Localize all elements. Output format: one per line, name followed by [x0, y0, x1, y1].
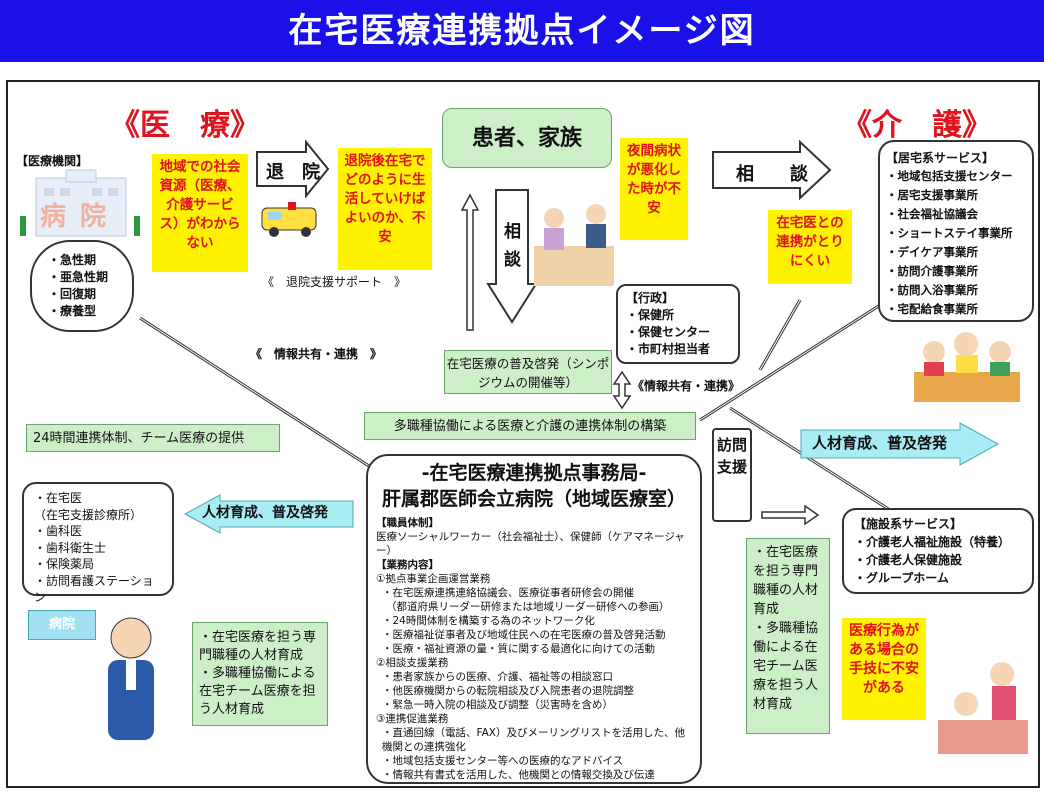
hr-left-arrow [183, 494, 354, 534]
work-item: ・24時間体制を構築する為のネットワーク化 [382, 615, 595, 627]
patient-up-arrow [460, 193, 480, 331]
reception-illustration [530, 190, 618, 290]
left-green-item: ・在宅医療を担う専門職種の人材育成 [199, 630, 317, 663]
work-item: ・地域包括支援センター等への医療的なアドバイス [382, 755, 624, 767]
government-item: ・保健センター [626, 325, 711, 339]
doctor-illustration [96, 610, 166, 770]
discharge-support-label: 《 退院支援サポート 》 [262, 275, 407, 289]
medical-header: 《医 療》 [110, 108, 260, 143]
work-item: ・緊急一時入院の相談及び調整（災害時を含め） [382, 699, 613, 711]
promo-double-arrow [612, 370, 632, 410]
visit-support-arrow [761, 504, 820, 526]
consult-down-arrow [486, 188, 538, 324]
home-service-item: ・ショートステイ事業所 [886, 226, 1013, 240]
page-title: 在宅医療連携拠点イメージ図 [0, 0, 1044, 62]
visit-support-box: 訪問支援 [712, 428, 752, 522]
home-medical-item: ・歯科医 [34, 524, 83, 538]
left-green-item: ・多職種協働による在宅チーム医療を担う人材育成 [199, 666, 316, 717]
work-item: ③連携促進業務 [376, 713, 449, 725]
office-box: -在宅医療連携拠点事務局- 肝属郡医師会立病院（地域医療室） 【職員体制】 医療… [366, 454, 702, 784]
hospital-phases-box: ・急性期 ・亜急性期 ・回復期 ・療養型 [30, 240, 134, 332]
work-item: ②相談支援業務 [376, 657, 449, 669]
facility-service-item: ・介護老人福祉施設（特養） [854, 535, 1011, 549]
work-item: ・直通回線（電話、FAX）及びメーリングリストを活用した、他機関との連携強化 [382, 727, 685, 753]
phase-item: ・療養型 [48, 304, 97, 318]
caregiver-illustration [932, 650, 1032, 760]
work-item: ・情報共有書式を活用した、他機関との情報交換及び伝達 [382, 769, 655, 781]
care-header: 《介 護》 [842, 108, 992, 143]
patient-family-box: 患者、家族 [442, 108, 612, 168]
multi-collab-box: 多職種協働による医療と介護の連携体制の構築 [364, 412, 696, 440]
mid-green-box: ・在宅医療を担う専門職種の人材育成 ・多職種協働による在宅チーム医療を担う人材育… [746, 538, 830, 734]
hospital-building-icon [18, 168, 144, 240]
work-title: 【業務内容】 [376, 559, 439, 571]
consult-right-arrow [712, 139, 832, 201]
hospital-sign: 病院 [40, 202, 121, 232]
work-item: ・在宅医療連携連絡協議会、医療従事者研修会の開催 [382, 587, 634, 599]
home-service-item: ・訪問介護事業所 [886, 264, 978, 278]
consult-right-label: 相 談 [736, 164, 808, 185]
info-share-right-label: 《情報共有・連携》 [632, 379, 741, 393]
office-name-line2: 肝属郡医師会立病院（地域医療室） [381, 488, 686, 510]
hr-left-label: 人材育成、普及啓発 [202, 505, 328, 521]
mid-green-item: ・在宅医療を担う専門職種の人材育成 [753, 545, 819, 617]
home-medical-item: ・保険薬局 [34, 557, 95, 571]
home-services-title: 【居宅系サービス】 [886, 151, 995, 165]
staff-title: 【職員体制】 [376, 517, 439, 529]
facility-service-item: ・グループホーム [854, 571, 949, 585]
office-name-line1: -在宅医療連携拠点事務局- [421, 462, 647, 484]
facility-service-item: ・介護老人保健施設 [854, 553, 963, 567]
home-medical-box: ・在宅医 （在宅支援診療所） ・歯科医 ・歯科衛生士 ・保険薬局 ・訪問看護ステ… [22, 482, 174, 604]
info-share-left-label: 《 情報共有・連携 》 [250, 347, 383, 361]
facility-services-box: 【施設系サービス】 ・介護老人福祉施設（特養） ・介護老人保健施設 ・グループホ… [842, 508, 1034, 594]
promotion-box: 在宅医療の普及啓発（シンポジウムの開催等） [444, 350, 612, 394]
facility-services-title: 【施設系サービス】 [854, 517, 963, 531]
concern-night: 夜間病状が悪化した時が不安 [620, 138, 688, 240]
discharge-label: 退 院 [266, 162, 320, 183]
government-item: ・保健所 [626, 308, 675, 322]
team-24h-box: 24時間連携体制、チーム医療の提供 [26, 424, 280, 452]
concern-facility: 医療行為がある場合の手技に不安がある [842, 618, 926, 720]
government-title: 【行政】 [626, 291, 675, 305]
work-item: ①拠点事業企画運営業務 [376, 573, 491, 585]
home-services-box: 【居宅系サービス】 ・地域包括支援センター ・居宅支援事業所 ・社会福祉協議会 … [878, 140, 1034, 322]
home-medical-item: ・訪問看護ステーション [34, 573, 154, 605]
home-medical-item: ・歯科衛生士 [34, 540, 107, 555]
ambulance-icon [258, 200, 322, 240]
elderly-group-illustration [904, 322, 1030, 406]
home-service-item: ・訪問入浴事業所 [886, 283, 978, 297]
work-item: （都道府県リーダー研修または地域リーダー研修への参画） [386, 601, 670, 613]
diagram-frame [6, 80, 1040, 788]
work-item: ・医療福祉従事者及び地域住民への在宅医療の普及啓発活動 [382, 629, 666, 641]
home-medical-item: （在宅支援診療所） [34, 507, 143, 522]
discharge-arrow-shape [256, 139, 330, 199]
home-service-item: ・社会福祉協議会 [886, 207, 978, 221]
concern-care: 在宅医との連携がとりにくい [768, 210, 852, 284]
hr-right-arrow [800, 422, 1000, 466]
home-service-item: ・居宅支援事業所 [886, 188, 978, 202]
phase-item: ・急性期 [48, 253, 97, 267]
home-medical-item: ・在宅医 [34, 491, 83, 505]
consult-vertical-label: 相談 [504, 222, 521, 270]
home-service-item: ・宅配給食事業所 [886, 302, 978, 316]
left-green-box: ・在宅医療を担う専門職種の人材育成 ・多職種協働による在宅チーム医療を担う人材育… [192, 622, 328, 726]
phase-item: ・回復期 [48, 287, 97, 301]
work-item: ・医療・福祉資源の量・質に関する最適化に向けての活動 [382, 643, 655, 655]
government-box: 【行政】 ・保健所 ・保健センター ・市町村担当者 [616, 284, 740, 364]
mid-green-item: ・多職種協働による在宅チーム医療を担う人材育成 [753, 621, 819, 712]
small-hospital-sign: 病院 [28, 610, 96, 640]
home-service-item: ・デイケア事業所 [886, 245, 978, 259]
government-item: ・市町村担当者 [626, 342, 711, 356]
staff-text: 医療ソーシャルワーカー（社会福祉士）、保健師（ケアマネージャー） [376, 531, 685, 557]
hr-right-label: 人材育成、普及啓発 [812, 434, 948, 452]
concern-after-discharge: 退院後在宅でどのように生活していけばよいのか、不安 [338, 148, 432, 270]
work-item: ・他医療機関からの転院相談及び入院患者の退院調整 [382, 685, 634, 697]
home-service-item: ・地域包括支援センター [886, 169, 1013, 183]
phase-item: ・亜急性期 [48, 270, 109, 284]
hospital-label: 【医療機関】 [16, 154, 89, 168]
work-item: ・患者家族からの医療、介護、福祉等の相談窓口 [382, 671, 613, 683]
concern-social-resources: 地域での社会資源（医療、介護サービス）がわからない [152, 154, 248, 272]
